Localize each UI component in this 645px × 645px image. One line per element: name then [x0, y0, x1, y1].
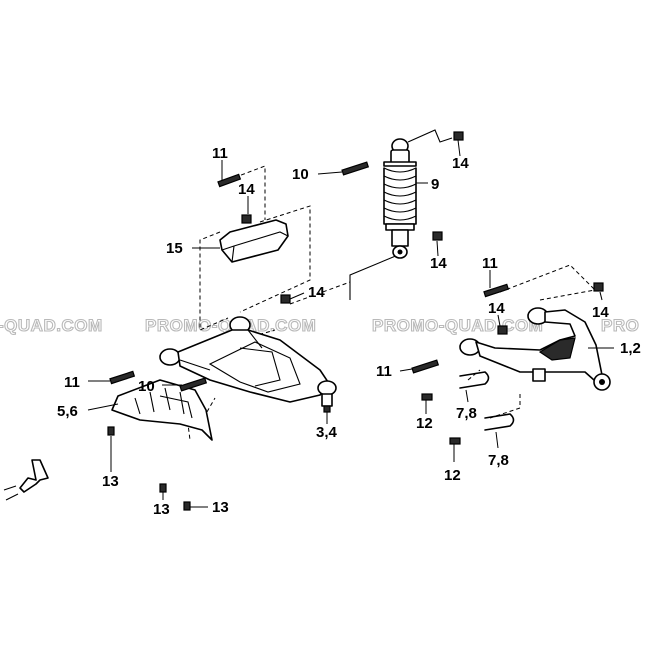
assembly-lines-right — [467, 264, 596, 419]
watermark-right: PRO — [601, 316, 639, 335]
shock-absorber — [383, 138, 417, 259]
callout-9: 9 — [431, 176, 439, 193]
callout-14-top: 14 — [238, 181, 255, 198]
callout-12-b: 12 — [444, 467, 461, 484]
callout-15: 15 — [166, 240, 183, 257]
callout-1-2: 1,2 — [620, 340, 641, 357]
guard-plate — [219, 219, 289, 263]
callout-14-right-b: 14 — [592, 304, 609, 321]
skid-plate — [111, 379, 213, 441]
callout-14-right-a: 14 — [488, 300, 505, 317]
callout-13-c: 13 — [212, 499, 229, 516]
front-direction-arrow-icon — [3, 459, 49, 501]
callout-10-shock: 10 — [292, 166, 309, 183]
callout-labels: 11 14 15 10 9 14 14 14 11 10 5,6 3,4 13 … — [57, 145, 641, 518]
watermark-left: -QUAD.COM — [0, 316, 103, 335]
callout-11-right: 11 — [376, 363, 392, 380]
callout-11-right-top: 11 — [482, 255, 498, 272]
callout-3-4: 3,4 — [316, 424, 338, 441]
u-bolts — [459, 371, 515, 431]
callout-13-b: 13 — [153, 501, 170, 518]
callout-14-mid: 14 — [308, 284, 325, 301]
callout-12-a: 12 — [416, 415, 433, 432]
hardware — [107, 131, 604, 511]
callout-11-top: 11 — [212, 145, 228, 162]
callout-13-a: 13 — [102, 473, 119, 490]
upper-a-arm-right — [459, 307, 611, 391]
callout-7-8-b: 7,8 — [488, 452, 509, 469]
callout-5-6: 5,6 — [57, 403, 78, 420]
callout-7-8-a: 7,8 — [456, 405, 477, 422]
callout-14-shock-bottom: 14 — [430, 255, 447, 272]
callout-10-left: 10 — [138, 378, 155, 395]
lower-a-arm-left — [159, 316, 337, 413]
watermark-center-2: PROMO-QUAD.COM — [372, 316, 543, 335]
callout-14-shock-top: 14 — [452, 155, 469, 172]
callout-11-left: 11 — [64, 374, 80, 391]
leader-lines — [87, 139, 614, 508]
